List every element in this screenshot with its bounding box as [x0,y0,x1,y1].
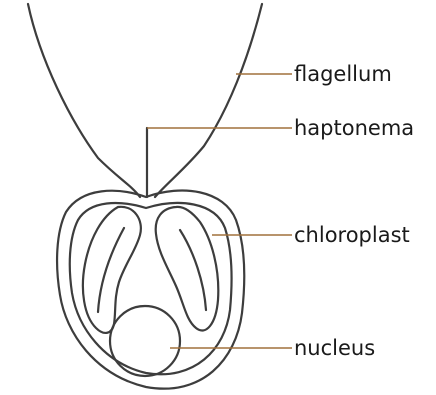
haptonema-label: haptonema [294,116,414,140]
chloroplast-left [83,207,141,333]
cell-body-outer [57,191,244,389]
chloroplast-label: chloroplast [294,223,410,247]
left-flagellum [28,4,140,197]
nucleus-label: nucleus [294,336,375,360]
flagellum-label: flagellum [294,62,392,86]
right-flagellum [155,4,262,197]
chloroplast-right-thylakoid [180,230,206,310]
nucleus [110,306,180,376]
chloroplast-left-thylakoid [98,228,124,312]
